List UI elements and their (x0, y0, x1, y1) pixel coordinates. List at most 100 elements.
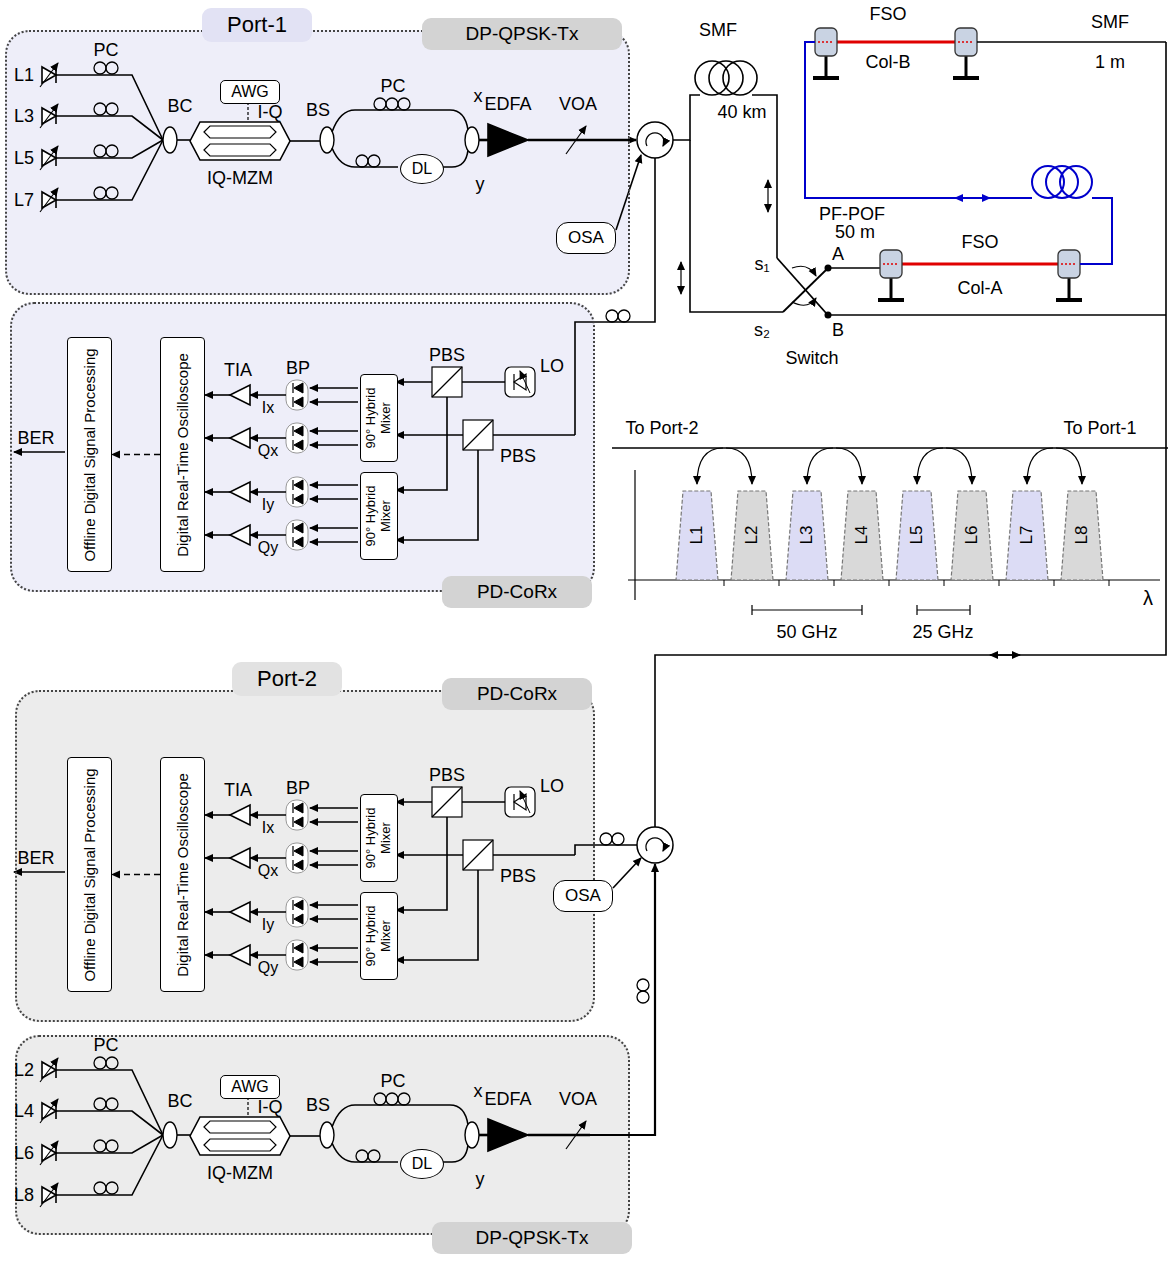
drawing-stroke (294, 440, 303, 450)
drawing-stroke (294, 860, 303, 870)
trapezoid-shape (841, 491, 883, 580)
part-label: B (832, 321, 844, 339)
drawing-stroke (834, 580, 835, 586)
part-label: BER (17, 429, 54, 447)
fiber-loop (600, 833, 612, 845)
drawing-stroke (40, 1058, 58, 1082)
fiber-loop (106, 62, 118, 74)
part-label: Ix (262, 400, 274, 416)
drawing-stroke (396, 434, 463, 436)
drawing-stroke (831, 267, 880, 269)
panel-tab: PD-CoRx (442, 576, 592, 608)
drawing-stroke (294, 523, 303, 533)
fiber-loop (637, 979, 649, 991)
instrument-box: 90° Hybrid Mixer (360, 892, 398, 980)
fiber-loop (94, 62, 106, 74)
fiber-loop (1060, 166, 1092, 198)
drawing-stroke (310, 821, 358, 823)
drawing-stroke (294, 943, 303, 953)
balanced-detector (286, 423, 308, 453)
drawing-stroke (250, 911, 286, 913)
drawing-stroke (396, 381, 432, 383)
part-label: Qy (258, 960, 278, 976)
coupler-symbol (163, 127, 177, 153)
amplifier-symbol (230, 805, 250, 825)
drawing-stroke (396, 801, 432, 803)
drawing-stroke (204, 1121, 276, 1133)
drawing-stroke (14, 451, 65, 453)
drawing-stroke (1068, 278, 1071, 300)
drawing-stroke (294, 900, 303, 910)
drawing-stroke (890, 278, 893, 300)
drawing-stroke (655, 42, 1166, 827)
part-label: Iy (262, 917, 274, 933)
part-label: Ix (262, 820, 274, 836)
part-label: s₁ (754, 255, 769, 273)
fiber-loop (94, 187, 106, 199)
part-label: To Port-2 (625, 419, 698, 437)
box-text: 90° Hybrid Mixer (364, 478, 394, 554)
attenuator-symbol (566, 126, 586, 154)
drawing-stroke (294, 846, 303, 856)
part-label: L6 (14, 1144, 34, 1162)
drawing-stroke (332, 148, 398, 167)
drawing-stroke (247, 102, 248, 122)
part-label: BP (286, 779, 310, 797)
drawing-stroke (247, 1097, 248, 1117)
drawing-stroke (813, 76, 839, 80)
drawing-stroke (520, 791, 530, 813)
part-label: SMF (1091, 13, 1129, 31)
drawing-stroke (14, 871, 65, 873)
box-text: OSA (568, 229, 604, 248)
drawing-stroke (396, 817, 447, 910)
drawing-stroke (56, 1135, 163, 1195)
drawing-stroke (292, 900, 293, 910)
drawing-stroke (396, 854, 463, 856)
box-text: OSA (565, 887, 601, 906)
switch-port (825, 265, 832, 272)
drawing-stroke (310, 850, 358, 852)
drawing-stroke (514, 794, 526, 810)
part-label: PF-POF (819, 205, 885, 223)
drawing-stroke (332, 110, 468, 132)
drawing-stroke (310, 527, 358, 529)
part-label: PC (380, 1072, 405, 1090)
drawing-stroke (292, 803, 293, 813)
drawing-stroke (294, 803, 303, 813)
drawing-stroke (292, 426, 293, 436)
drawing-stroke (990, 654, 1020, 655)
drawing-stroke (292, 494, 293, 504)
balanced-detector (286, 477, 308, 507)
part-label: To Port-1 (1063, 419, 1136, 437)
amplifier-symbol (230, 385, 250, 405)
part-label: 50 m (835, 223, 875, 241)
part-label: 25 GHz (912, 623, 973, 641)
drawing-stroke (442, 1145, 468, 1162)
drawing-stroke (697, 448, 723, 484)
drawing-stroke (294, 480, 303, 490)
drawing-stroke (292, 523, 293, 533)
drawing-stroke (250, 814, 286, 816)
fiber-loop (106, 1140, 118, 1152)
drawing-stroke (310, 401, 358, 403)
drawing-stroke (292, 440, 293, 450)
drawing-stroke (292, 383, 293, 393)
panel-tab: Port-2 (232, 662, 342, 696)
trapezoid-shape (951, 491, 993, 580)
drawing-stroke (250, 534, 286, 536)
drawing-stroke (250, 491, 286, 493)
drawing-stroke (310, 541, 358, 543)
part-label: L2 (14, 1061, 34, 1079)
box-text: 90° Hybrid Mixer (364, 380, 394, 456)
drawing-stroke (965, 56, 968, 78)
amplifier-symbol (230, 945, 250, 965)
channel-label: L5 (907, 496, 927, 574)
drawing-stroke (1054, 580, 1055, 586)
pbs-symbol (463, 420, 493, 450)
part-label: BC (167, 1092, 192, 1110)
drawing-stroke (205, 954, 230, 956)
process-box: OSA (556, 222, 616, 254)
part-label: Qx (258, 863, 278, 879)
data-connector (112, 874, 160, 876)
